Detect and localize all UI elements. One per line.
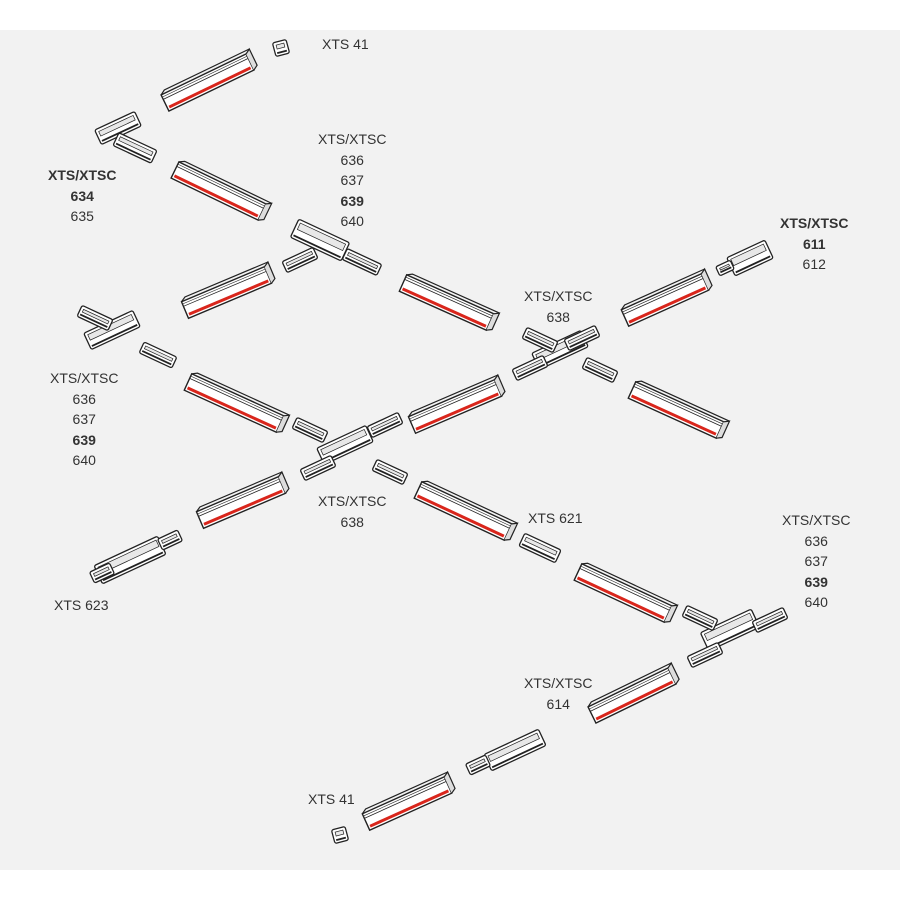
label-line: XTS/XTSC <box>524 288 593 304</box>
track-to-right-t <box>573 562 679 624</box>
track-top <box>160 47 258 113</box>
label-line: XTS/XTSC <box>780 215 849 231</box>
label-line: 639 <box>804 573 828 590</box>
label-line: 614 <box>546 695 570 712</box>
label-t-connector-top: XTS/XTSC 636 637 639 640 <box>318 129 386 232</box>
track-center-lower <box>413 480 519 542</box>
label-xts623: XTS 623 <box>54 595 108 616</box>
label-line: XTS/XTSC <box>782 512 851 528</box>
track-left-diag <box>170 160 273 222</box>
label-line: 637 <box>72 411 96 427</box>
track-top-right <box>398 273 501 332</box>
track-left-upper <box>180 260 276 320</box>
label-x-connector-center: XTS/XTSC 638 <box>318 491 386 532</box>
label-xts621: XTS 621 <box>528 508 582 529</box>
track-to-614 <box>587 661 680 725</box>
label-line: 640 <box>72 452 96 468</box>
corner-connector-left <box>94 111 157 164</box>
end-cap-top <box>272 39 290 57</box>
label-line: 638 <box>340 513 364 530</box>
label-line: 639 <box>72 431 96 448</box>
label-line: 639 <box>340 192 364 209</box>
label-line: XTS 41 <box>308 791 355 807</box>
x-connector-center <box>292 412 408 485</box>
label-feed-connector: XTS/XTSC 611 612 <box>780 213 848 275</box>
flex-connector-623 <box>89 529 183 584</box>
label-xts41-top: XTS 41 <box>322 34 369 55</box>
label-line: 637 <box>804 553 828 569</box>
end-cap-bottom <box>331 826 349 844</box>
track-bottom <box>361 770 456 832</box>
label-corner-connector: XTS/XTSC 634 635 <box>48 165 116 227</box>
label-line: 640 <box>340 213 364 229</box>
track-center-right <box>407 373 506 435</box>
label-line: XTS/XTSC <box>48 167 117 183</box>
feed-connector-right <box>715 240 774 276</box>
label-line: XTS/XTSC <box>524 675 593 691</box>
diagram-background <box>0 30 900 870</box>
t-connector-top <box>282 219 382 276</box>
label-line: 637 <box>340 172 364 188</box>
label-line: 611 <box>802 235 826 252</box>
mini-connector-614 <box>465 729 546 776</box>
label-line: 636 <box>72 390 96 407</box>
x-connector-right <box>512 325 618 383</box>
t-connector-left <box>77 305 177 369</box>
label-xts41-bottom: XTS 41 <box>308 789 355 810</box>
label-line: 640 <box>804 594 828 610</box>
label-line: 635 <box>70 208 94 224</box>
track-to-623 <box>195 470 290 530</box>
track-feed-right <box>620 267 713 328</box>
label-t-connector-right: XTS/XTSC 636 637 639 640 <box>782 510 850 613</box>
label-line: 634 <box>70 187 94 204</box>
label-line: 638 <box>546 308 570 325</box>
label-line: 636 <box>340 151 364 168</box>
label-line: XTS 621 <box>528 510 583 526</box>
track-cross-right-lower <box>627 380 731 440</box>
straight-connector-621 <box>518 533 562 563</box>
label-line: XTS 41 <box>322 36 369 52</box>
label-line: XTS/XTSC <box>318 131 387 147</box>
label-t-connector-left: XTS/XTSC 636 637 639 640 <box>50 368 118 471</box>
label-x-connector-right: XTS/XTSC 638 <box>524 286 592 327</box>
label-line: XTS/XTSC <box>318 493 387 509</box>
label-line: XTS/XTSC <box>50 370 119 386</box>
t-connector-right <box>682 605 788 668</box>
label-line: 612 <box>802 256 826 272</box>
label-line: 636 <box>804 532 828 549</box>
track-left-lower <box>183 372 291 434</box>
label-line: XTS 623 <box>54 597 109 613</box>
label-xts614: XTS/XTSC 614 <box>524 673 592 714</box>
